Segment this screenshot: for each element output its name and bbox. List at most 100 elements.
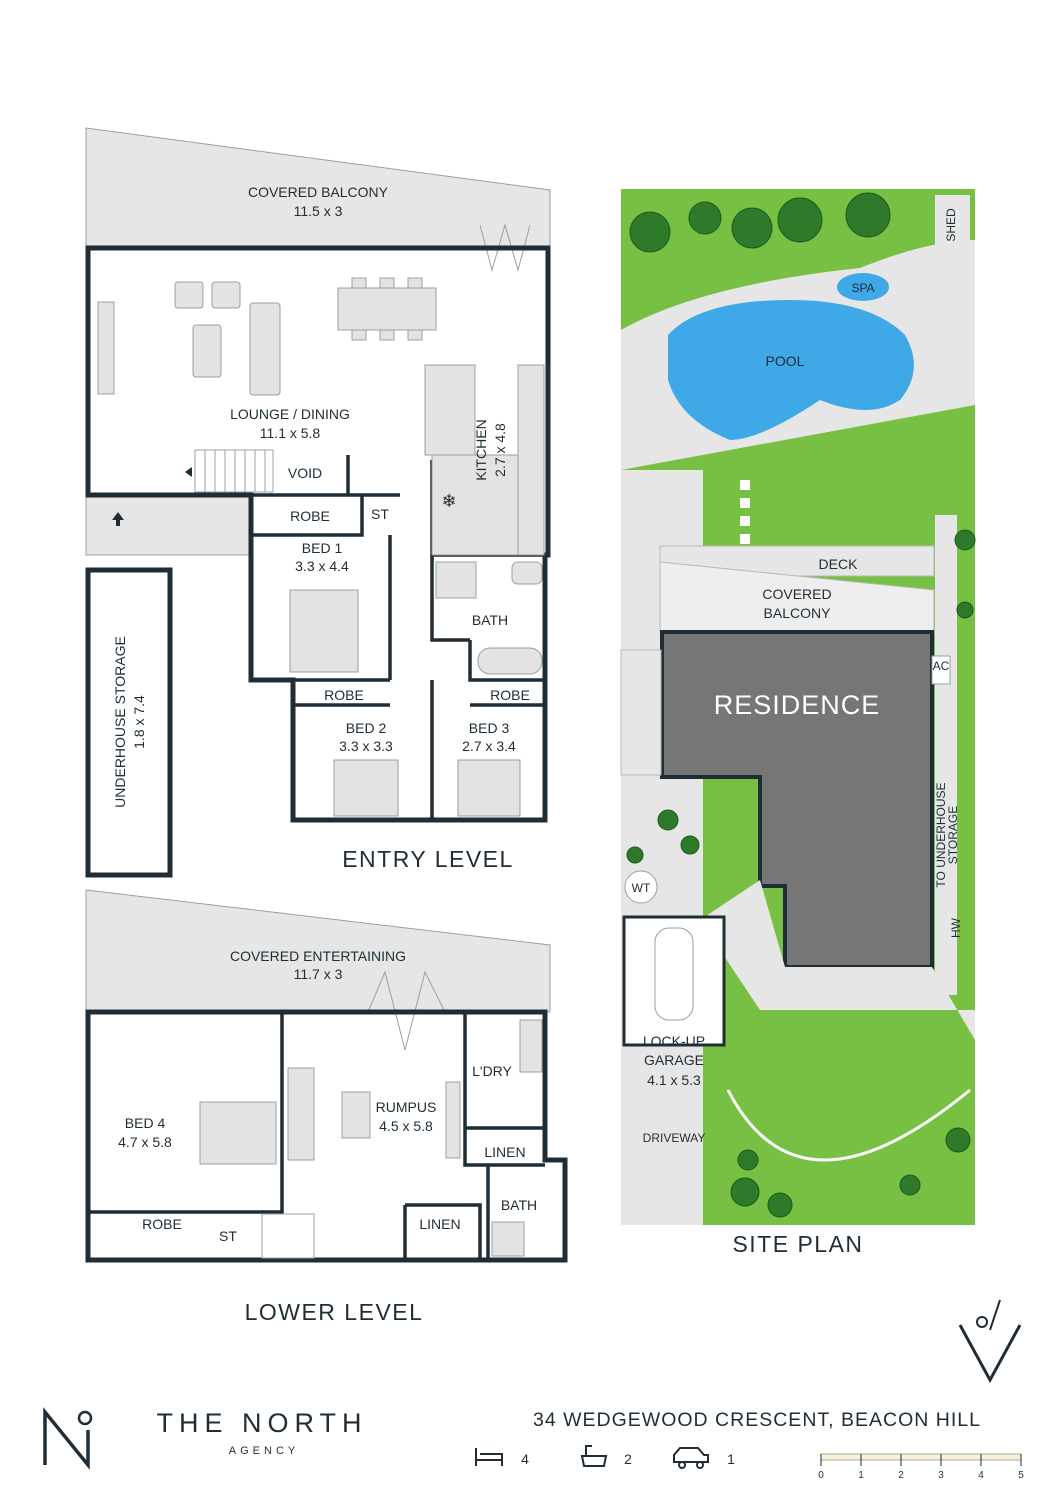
underhouse-storage-size: 1.8 x 7.4: [131, 695, 147, 749]
lower-outer-wall: [85, 1009, 568, 1263]
wall-segment: [405, 1203, 482, 1260]
entry-landing: [85, 494, 252, 556]
bath-icon: [580, 1445, 608, 1467]
sofa: [287, 1067, 315, 1161]
site-plan-title: SITE PLAN: [732, 1231, 863, 1257]
armchair: [174, 281, 204, 309]
front-path: [700, 880, 975, 1040]
residence-footprint: [660, 630, 934, 969]
entry-outer-wall: [85, 245, 551, 823]
linen-2-label: LINEN: [419, 1216, 460, 1232]
dining-chair: [379, 277, 395, 289]
tv-unit: [445, 1081, 461, 1159]
dining-chair: [407, 329, 423, 341]
footer: THE NORTH AGENCY 34 WEDGEWOOD CRESCENT, …: [43, 1407, 1024, 1481]
basin: [511, 561, 543, 585]
fridge-icon: ❄: [441, 491, 456, 511]
scale-tick-label: 5: [1018, 1470, 1024, 1481]
wall-segment: [430, 555, 470, 642]
linen-1-label: LINEN: [484, 1144, 525, 1160]
ac-unit: [931, 655, 951, 685]
bed-1-bed: [289, 589, 359, 673]
trees: [626, 192, 976, 1218]
kitchen-bench: [517, 364, 545, 556]
bed-3-label: BED 3: [469, 720, 510, 736]
stair-arrow-icon: [185, 467, 192, 477]
lounge-dining-size: 11.1 x 5.8: [260, 425, 321, 441]
bed-icon: [475, 1448, 503, 1466]
lower-level-plan: COVERED ENTERTAINING 11.7 x 3 BED 4 4.7 …: [85, 889, 568, 1325]
spa: [837, 273, 889, 301]
lower-st-label: ST: [219, 1228, 237, 1244]
covered-balcony-size: 11.5 x 3: [294, 203, 343, 219]
pool: [668, 300, 914, 440]
scale-tick-label: 4: [978, 1470, 984, 1481]
void-label: VOID: [288, 465, 322, 481]
dining-chair: [351, 277, 367, 289]
bed-2-label: BED 2: [346, 720, 387, 736]
kitchen-bench: [431, 454, 519, 556]
covered-balcony-label: COVERED BALCONY: [248, 184, 389, 200]
bath-label: BATH: [472, 612, 508, 628]
site-plan: SHED SPA POOL DECK COVERED BALCONY RESID…: [620, 189, 976, 1257]
side-path: [935, 515, 957, 995]
dining-chair: [351, 329, 367, 341]
underhouse-storage-label: UNDERHOUSE STORAGE: [112, 636, 128, 808]
bed-4-bed: [199, 1101, 277, 1165]
deck: [659, 545, 935, 577]
car-icon: [673, 1447, 709, 1469]
stepping-stones: [740, 480, 750, 544]
brand-sub: AGENCY: [229, 1445, 299, 1457]
kitchen-size: 2.7 x 4.8: [492, 423, 508, 477]
site-stairs: [620, 649, 662, 776]
deck-label: DECK: [819, 556, 859, 572]
lounge-dining-label: LOUNGE / DINING: [230, 406, 350, 422]
kitchen-label: KITCHEN: [473, 419, 489, 480]
covered-entertaining-area: [85, 889, 551, 1013]
lawn-edge: [726, 1088, 971, 1162]
dining-chair: [379, 329, 395, 341]
entry-level-title: ENTRY LEVEL: [342, 846, 514, 872]
dining-table: [337, 287, 437, 331]
underhouse-storage-wall: [85, 567, 173, 878]
baths-count: 2: [624, 1451, 632, 1467]
beds-count: 4: [521, 1451, 529, 1467]
tv-unit: [97, 301, 115, 395]
robe-2-label: ROBE: [324, 687, 364, 703]
coffee-table: [192, 324, 222, 378]
covered-entertaining-label: COVERED ENTERTAINING: [230, 948, 406, 964]
robe-3-label: ROBE: [490, 687, 530, 703]
address: 34 WEDGEWOOD CRESCENT, BEACON HILL: [533, 1409, 981, 1431]
stairs: [261, 1213, 315, 1259]
stairs: [194, 449, 274, 493]
hw-label: HW: [949, 917, 963, 938]
lower-robe-label: ROBE: [142, 1216, 182, 1232]
bed-3-size: 2.7 x 3.4: [462, 738, 516, 754]
spa-label: SPA: [851, 281, 874, 295]
stair-treads: [204, 450, 266, 492]
to-underhouse-label-2: STORAGE: [946, 806, 960, 864]
bed-3-bed: [457, 759, 521, 817]
lower-level-title: LOWER LEVEL: [245, 1299, 424, 1325]
dining-chair: [407, 277, 423, 289]
bed-4-label: BED 4: [125, 1115, 166, 1131]
water-tank: [624, 870, 658, 904]
wall-segment: [468, 640, 545, 682]
ac-label: AC: [933, 659, 950, 673]
armchair: [211, 281, 241, 309]
shed: [935, 195, 970, 245]
scale-tick-label: 1: [858, 1470, 864, 1481]
bed-1-size: 3.3 x 4.4: [295, 558, 349, 574]
brand-logo-icon: [43, 1407, 93, 1470]
brand-name: THE NORTH: [156, 1408, 367, 1438]
laundry-label: L'DRY: [472, 1063, 512, 1079]
scale-tick-label: 2: [898, 1470, 904, 1481]
site-covered-label-1: COVERED: [762, 586, 831, 602]
to-underhouse-label-1: TO UNDERHOUSE: [934, 782, 948, 887]
residence-label: RESIDENCE: [714, 690, 881, 720]
wall-segment: [251, 495, 364, 537]
car-outline: [654, 927, 694, 1021]
north-arrow-icon: [958, 1299, 1022, 1384]
cars-count: 1: [727, 1451, 735, 1467]
